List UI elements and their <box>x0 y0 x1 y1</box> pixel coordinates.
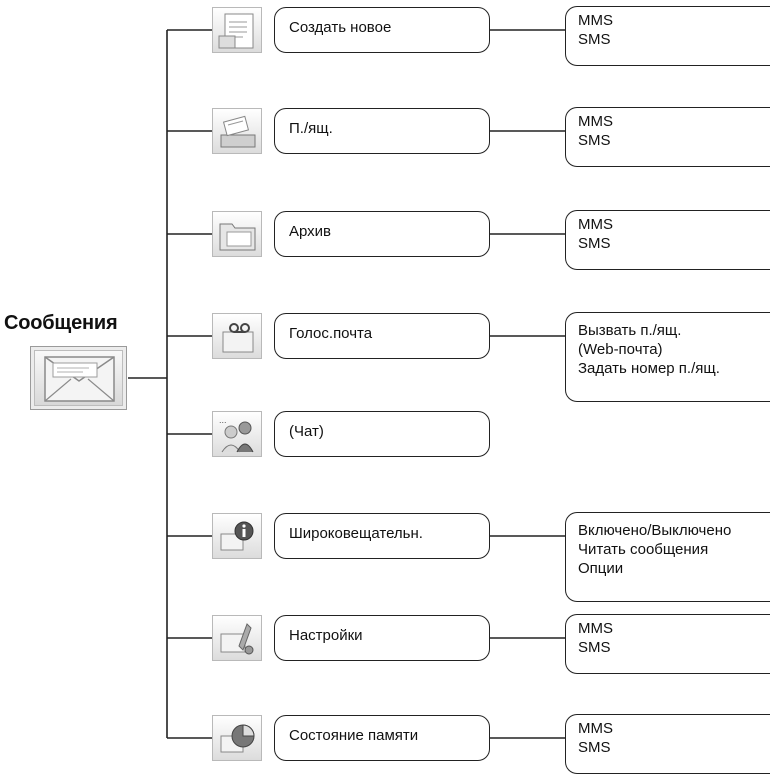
menu-item-label: Состояние памяти <box>289 727 419 744</box>
menu-item-box[interactable]: Архив <box>274 211 490 257</box>
create-message-icon <box>212 7 262 53</box>
menu-item-label: П./ящ. <box>289 120 333 137</box>
submenu-option[interactable]: Вызвать п./ящ. <box>578 322 682 339</box>
menu-item-box[interactable]: П./ящ. <box>274 108 490 154</box>
submenu-box: MMS SMS <box>565 107 770 167</box>
settings-icon <box>212 615 262 661</box>
inbox-icon <box>212 108 262 154</box>
submenu-option[interactable]: SMS <box>578 739 611 756</box>
menu-item-label: Архив <box>289 223 332 240</box>
submenu-option[interactable]: MMS <box>578 113 613 130</box>
submenu-option[interactable]: SMS <box>578 31 611 48</box>
memory-status-icon <box>212 715 262 761</box>
submenu-box: MMS SMS <box>565 6 770 66</box>
menu-item-box[interactable]: (Чат) <box>274 411 490 457</box>
archive-folder-icon <box>212 211 262 257</box>
menu-item-label: Создать новое <box>289 19 392 36</box>
menu-item-label: Широковещательн. <box>289 525 423 542</box>
submenu-box: MMS SMS <box>565 614 770 674</box>
submenu-box: MMS SMS <box>565 210 770 270</box>
menu-item-box[interactable]: Состояние памяти <box>274 715 490 761</box>
submenu-option[interactable]: MMS <box>578 216 613 233</box>
submenu-option[interactable]: (Web-почта) <box>578 341 663 358</box>
submenu-option[interactable]: SMS <box>578 132 611 149</box>
envelope-icon <box>30 346 127 410</box>
submenu-option[interactable]: SMS <box>578 235 611 252</box>
menu-item-label: (Чат) <box>289 423 324 440</box>
menu-item-label: Голос.почта <box>289 325 373 342</box>
menu-item-label: Настройки <box>289 627 363 644</box>
svg-text:...: ... <box>219 415 227 425</box>
menu-item-box[interactable]: Широковещательн. <box>274 513 490 559</box>
menu-item-box[interactable]: Настройки <box>274 615 490 661</box>
submenu-option[interactable]: MMS <box>578 720 613 737</box>
broadcast-info-icon <box>212 513 262 559</box>
submenu-option[interactable]: Включено/Выключено <box>578 522 732 539</box>
submenu-box: Вызвать п./ящ. (Web-почта) Задать номер п.… <box>565 312 770 402</box>
menu-item-box[interactable]: Голос.почта <box>274 313 490 359</box>
submenu-option[interactable]: MMS <box>578 12 613 29</box>
submenu-option[interactable]: MMS <box>578 620 613 637</box>
submenu-box: MMS SMS <box>565 714 770 774</box>
submenu-option[interactable]: SMS <box>578 639 611 656</box>
voicemail-icon <box>212 313 262 359</box>
submenu-option[interactable]: Читать сообщения <box>578 541 709 558</box>
menu-item-box[interactable]: Создать новое <box>274 7 490 53</box>
submenu-option[interactable]: Опции <box>578 560 624 577</box>
submenu-option[interactable]: Задать номер п./ящ. <box>578 360 720 377</box>
chat-icon: ... <box>212 411 262 457</box>
root-title: Сообщения <box>4 312 118 334</box>
